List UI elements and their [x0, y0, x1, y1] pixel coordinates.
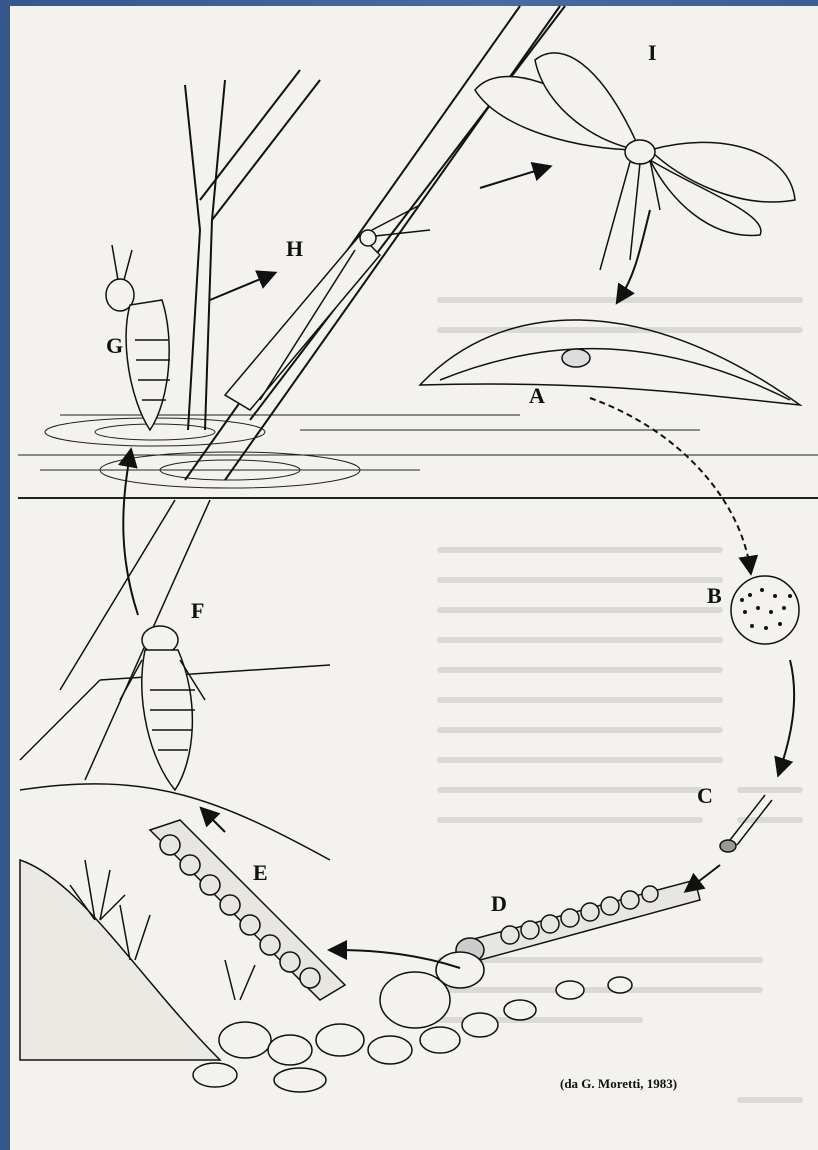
flying-adult-i: [475, 53, 795, 270]
arrow-g-to-h: [210, 275, 270, 300]
stage-label-i: I: [648, 42, 657, 64]
swimming-pupa-f: [120, 626, 205, 790]
egg-mass-closeup: [731, 576, 799, 644]
resting-adult-h: [225, 205, 430, 410]
stage-label-f: F: [191, 600, 204, 622]
cased-pupa-e: [150, 820, 345, 1000]
arrow-a-to-b: [590, 398, 750, 568]
arrow-i-to-a: [620, 210, 650, 298]
stage-label-c: C: [697, 785, 713, 807]
stage-label-a: A: [529, 385, 545, 407]
arrow-b-to-c: [780, 660, 794, 770]
stage-label-d: D: [491, 893, 507, 915]
stage-label-e: E: [253, 862, 268, 884]
young-larva: [720, 795, 772, 852]
water-surface: [18, 415, 818, 498]
stage-label-b: B: [707, 585, 722, 607]
arrow-c-to-d: [690, 865, 720, 888]
arrow-e-to-f: [205, 812, 225, 832]
arrow-f-to-g: [123, 455, 138, 615]
illustration-credit: (da G. Moretti, 1983): [560, 1076, 677, 1092]
arrow-h-to-i: [480, 168, 545, 188]
cycle-arrows: [123, 168, 794, 968]
stage-label-h: H: [286, 238, 303, 260]
stage-label-g: G: [106, 335, 123, 357]
